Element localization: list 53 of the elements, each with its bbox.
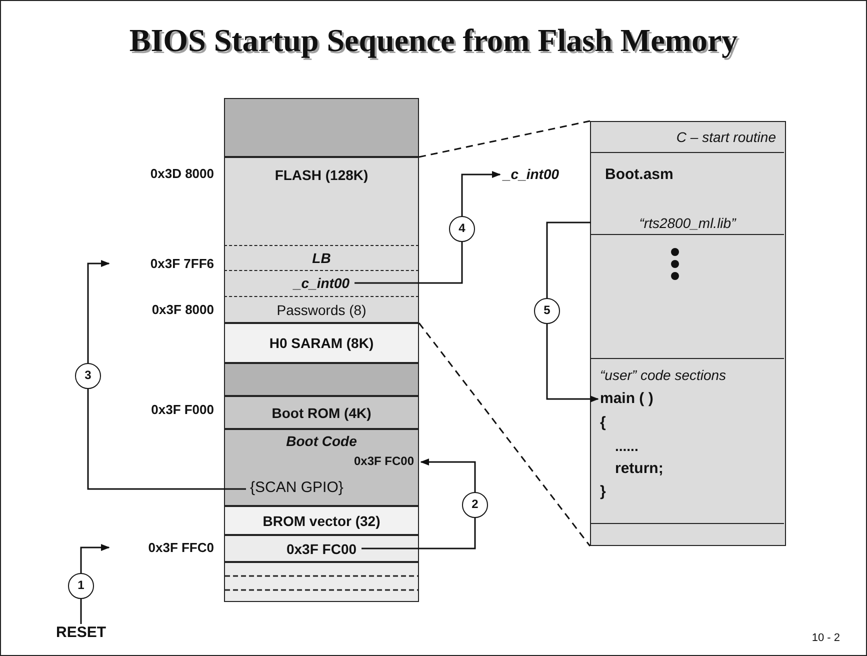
region-label: FLASH (128K)	[274, 167, 368, 183]
address-label: 0x3F F000	[150, 402, 214, 418]
region-label: Boot Code	[286, 433, 357, 449]
memory-region	[224, 98, 419, 157]
memory-region	[224, 323, 419, 363]
memory-region	[224, 562, 419, 602]
arrow	[354, 170, 501, 284]
region-label: LB	[312, 250, 331, 266]
zoom-guide-line	[418, 120, 590, 158]
region-label: 0x3F FC00	[286, 540, 357, 556]
code-text: return;	[615, 461, 664, 477]
step-number: 2	[462, 492, 488, 518]
step-number: 1	[68, 572, 94, 599]
memory-region	[224, 363, 419, 396]
code-text: {	[600, 415, 606, 431]
code-text: main ( )	[600, 391, 654, 407]
region-label: BROM vector (32)	[262, 512, 380, 528]
memory-region	[224, 270, 419, 296]
memory-region	[224, 296, 419, 323]
arrow	[546, 222, 599, 403]
symbol-label: _c_int00	[503, 166, 587, 183]
code-text: ......	[615, 438, 638, 454]
memory-region	[224, 245, 419, 270]
memory-region	[224, 506, 419, 535]
code-text: C – start routine	[676, 129, 776, 145]
region-label: Boot ROM (4K)	[272, 404, 372, 420]
step-number: 5	[534, 298, 560, 324]
address-label: 0x3F 7FF6	[112, 255, 214, 272]
code-text: “rts2800_ml.lib”	[639, 215, 736, 231]
routine-label: {SCAN GPIO}	[250, 480, 344, 496]
address-label: 0x3D 8000	[149, 166, 214, 182]
memory-region	[224, 157, 419, 245]
region-label: _c_int00	[293, 275, 350, 291]
step-number: 4	[449, 216, 475, 242]
page-number: 10 - 2	[810, 631, 840, 646]
code-text: “user” code sections	[600, 367, 726, 383]
zoom-guide-line	[418, 322, 591, 546]
region-label: H0 SARAM (8K)	[269, 335, 374, 351]
address-label: 0x3F FC00	[354, 453, 414, 469]
arrow	[362, 458, 476, 550]
step-number: 3	[75, 363, 101, 390]
signal-label: RESET	[46, 624, 116, 642]
memory-region	[224, 396, 419, 429]
code-text: Boot.asm	[605, 167, 674, 183]
region-label: Passwords (8)	[276, 302, 366, 318]
address-label: 0x3F 8000	[150, 302, 214, 318]
memory-region	[224, 429, 419, 506]
arrow	[87, 260, 246, 490]
memory-region	[224, 535, 419, 562]
title: BIOS Startup Sequence from Flash Memory	[128, 22, 739, 59]
address-label: 0x3F FFC0	[112, 539, 214, 556]
code-text: }	[600, 484, 606, 500]
code-panel	[590, 121, 786, 546]
